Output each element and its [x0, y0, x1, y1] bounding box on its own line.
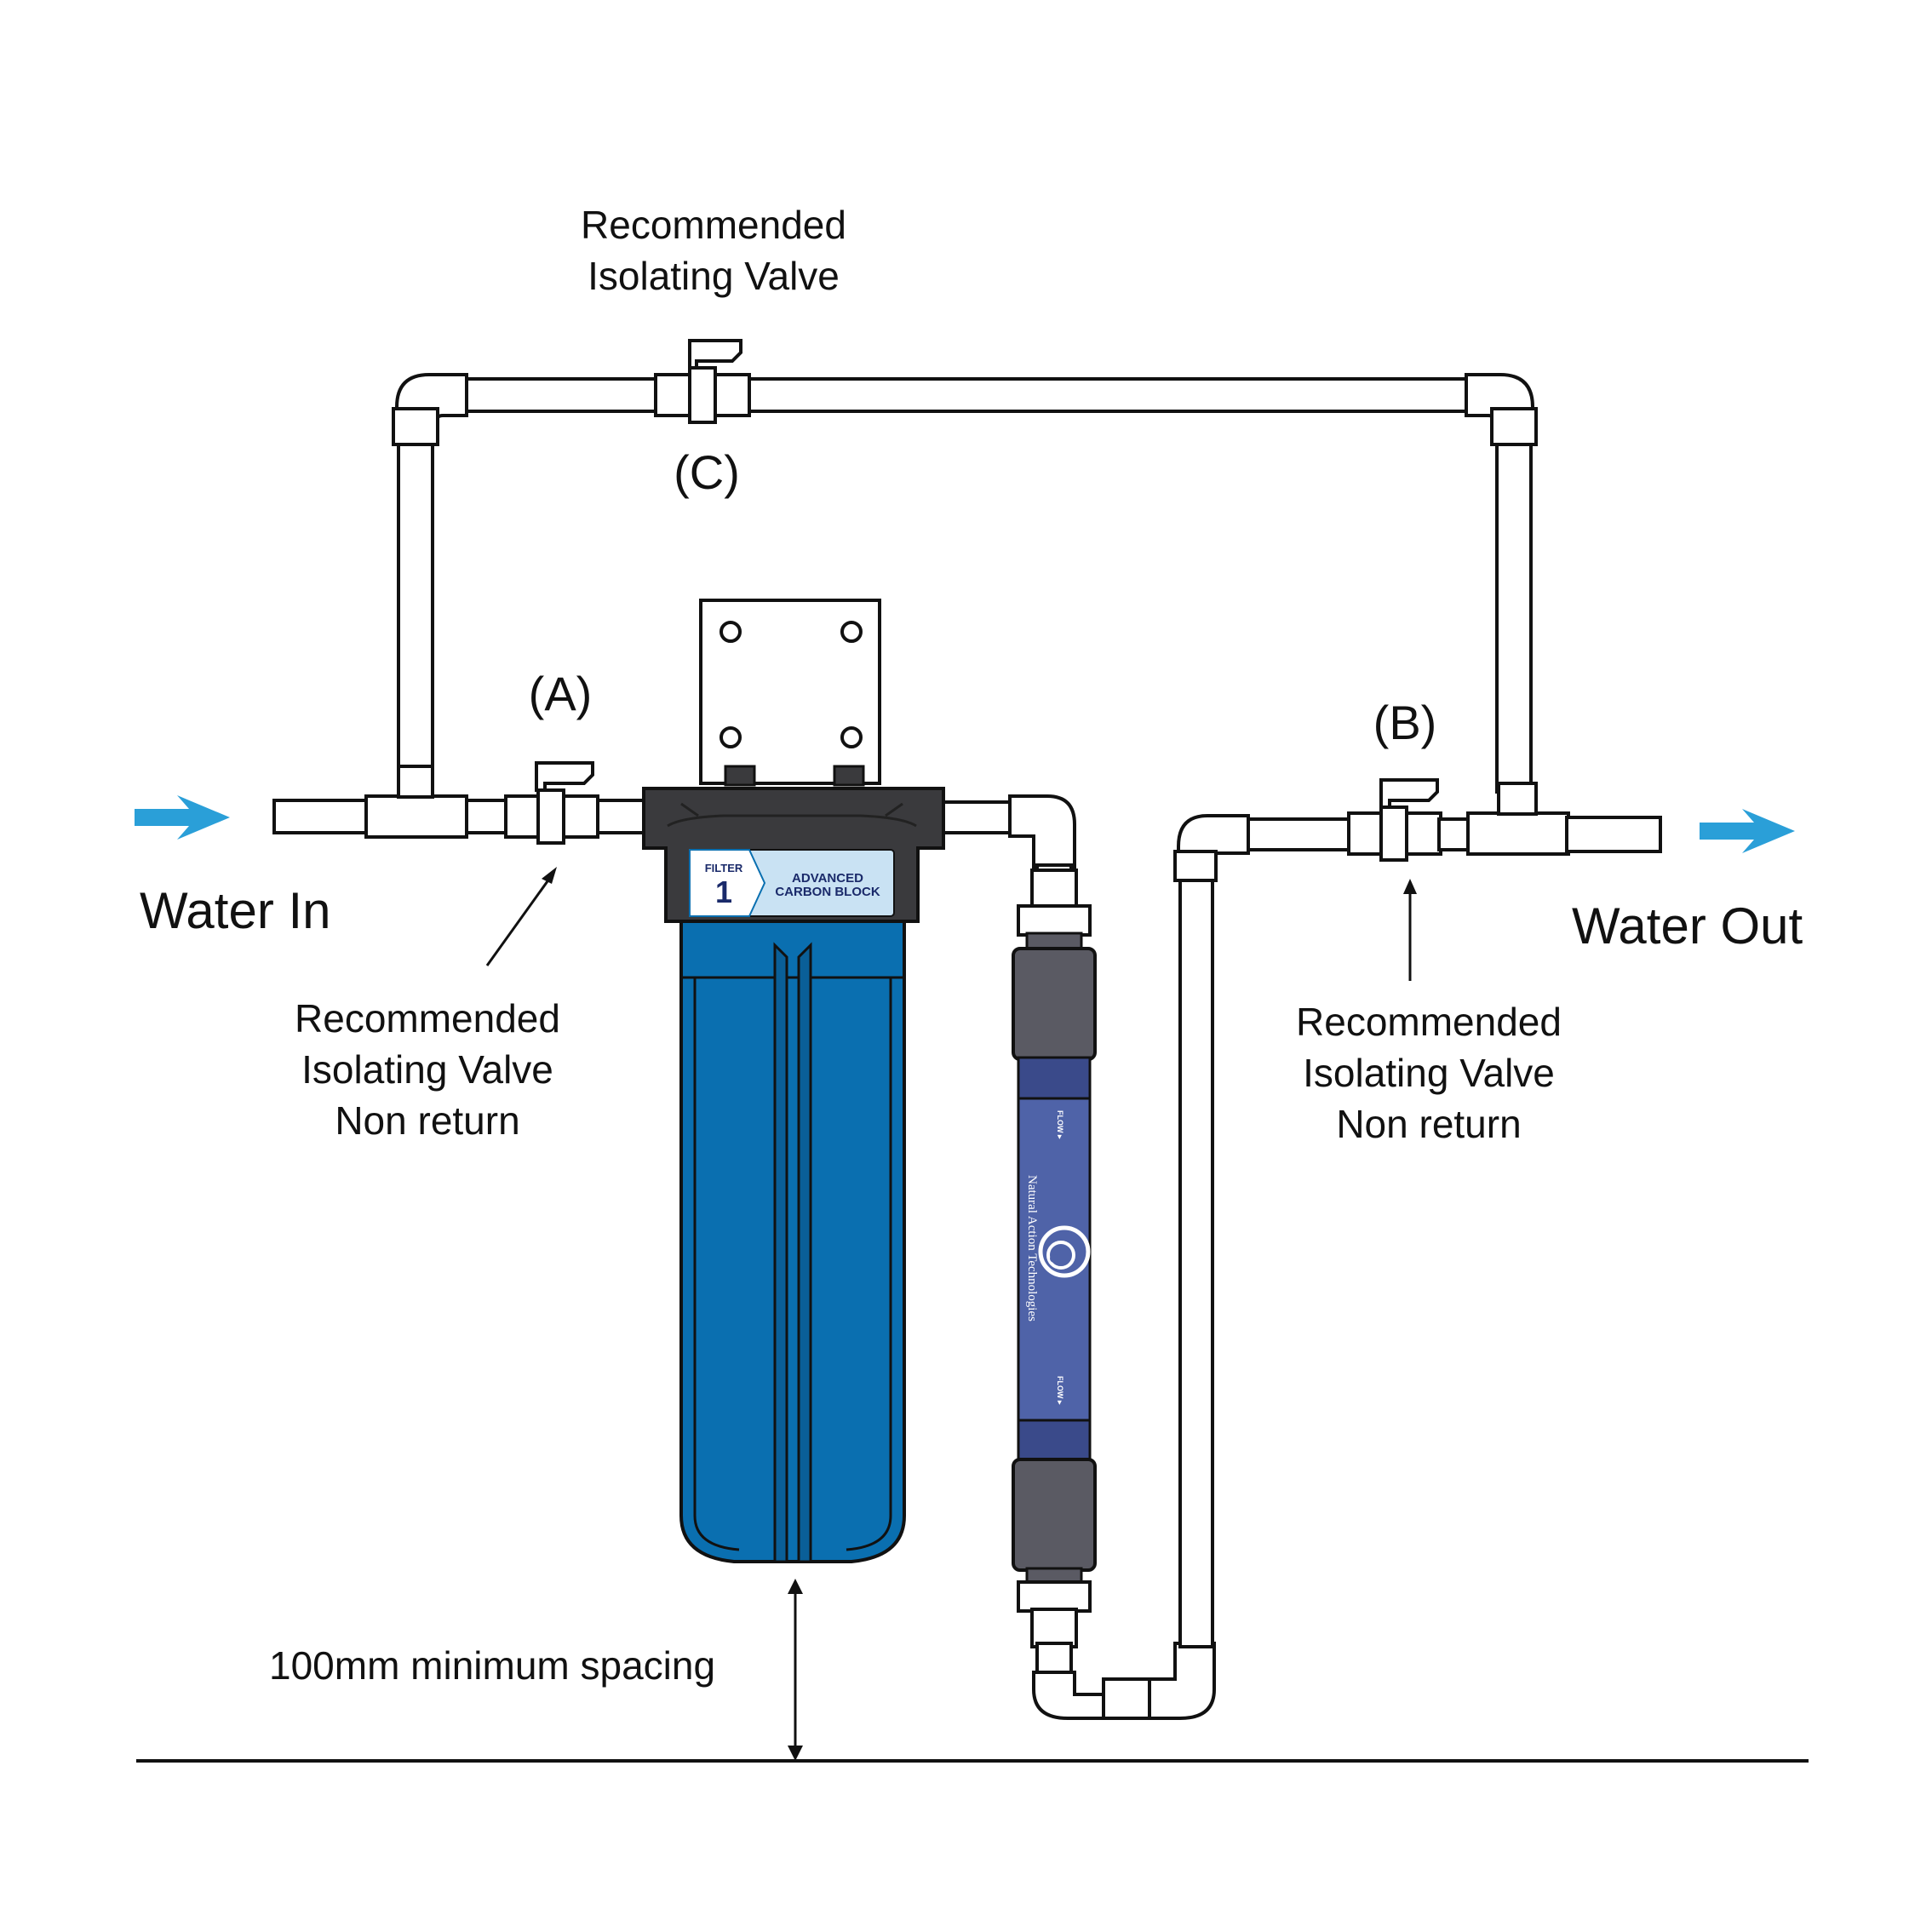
spacing-note: 100mm minimum spacing — [269, 1643, 715, 1688]
valve-c-callout-line2: Isolating Valve — [588, 254, 840, 298]
valve-b-callout-line2: Isolating Valve — [1303, 1051, 1555, 1095]
water-conditioner — [1012, 869, 1097, 1648]
valve-c-tag: (C) — [674, 445, 740, 499]
water-out-label: Water Out — [1572, 897, 1803, 955]
water-in-label: Water In — [140, 882, 331, 939]
valve-b-callout-line3: Non return — [1336, 1102, 1521, 1146]
spacing-dimension-arrow — [788, 1579, 803, 1761]
conditioner-flow-top: FLOW ▸ — [1056, 1110, 1064, 1139]
isolating-valve-b[interactable] — [1347, 778, 1442, 862]
valve-a-callout-line1: Recommended — [295, 996, 560, 1041]
inlet-pipe — [272, 765, 649, 839]
valve-c-callout-line1: Recommended — [581, 203, 846, 247]
filter-housing — [642, 599, 945, 1563]
isolating-valve-c[interactable] — [654, 339, 751, 424]
return-pipe — [1032, 814, 1352, 1720]
outlet-pipe — [1437, 782, 1662, 856]
swirl-logo-icon — [1038, 1225, 1091, 1278]
valve-a-callout-line2: Isolating Valve — [301, 1047, 553, 1092]
inlet-flow-arrow-icon — [135, 795, 230, 840]
filter-word: FILTER — [705, 862, 743, 874]
filter-bowl — [679, 920, 906, 1563]
bypass-loop — [392, 373, 1538, 794]
outlet-flow-arrow-icon — [1700, 809, 1795, 853]
filter-number: 1 — [715, 874, 732, 909]
valve-a-callout-line3: Non return — [335, 1098, 519, 1143]
valve-b-callout-line1: Recommended — [1296, 1000, 1562, 1044]
valve-a-tag: (A) — [529, 667, 593, 720]
filter-product-line1: ADVANCED — [792, 871, 863, 886]
isolating-valve-a[interactable] — [504, 761, 599, 845]
filter-product-line2: CARBON BLOCK — [775, 885, 880, 899]
conditioner-brand: Natural Action Technologies — [1025, 1175, 1039, 1321]
valve-b-leader-arrow — [1403, 879, 1417, 981]
valve-b-tag: (B) — [1373, 696, 1437, 749]
conditioner-flow-bottom: FLOW ▸ — [1056, 1376, 1064, 1405]
valve-a-leader-arrow — [485, 867, 557, 966]
